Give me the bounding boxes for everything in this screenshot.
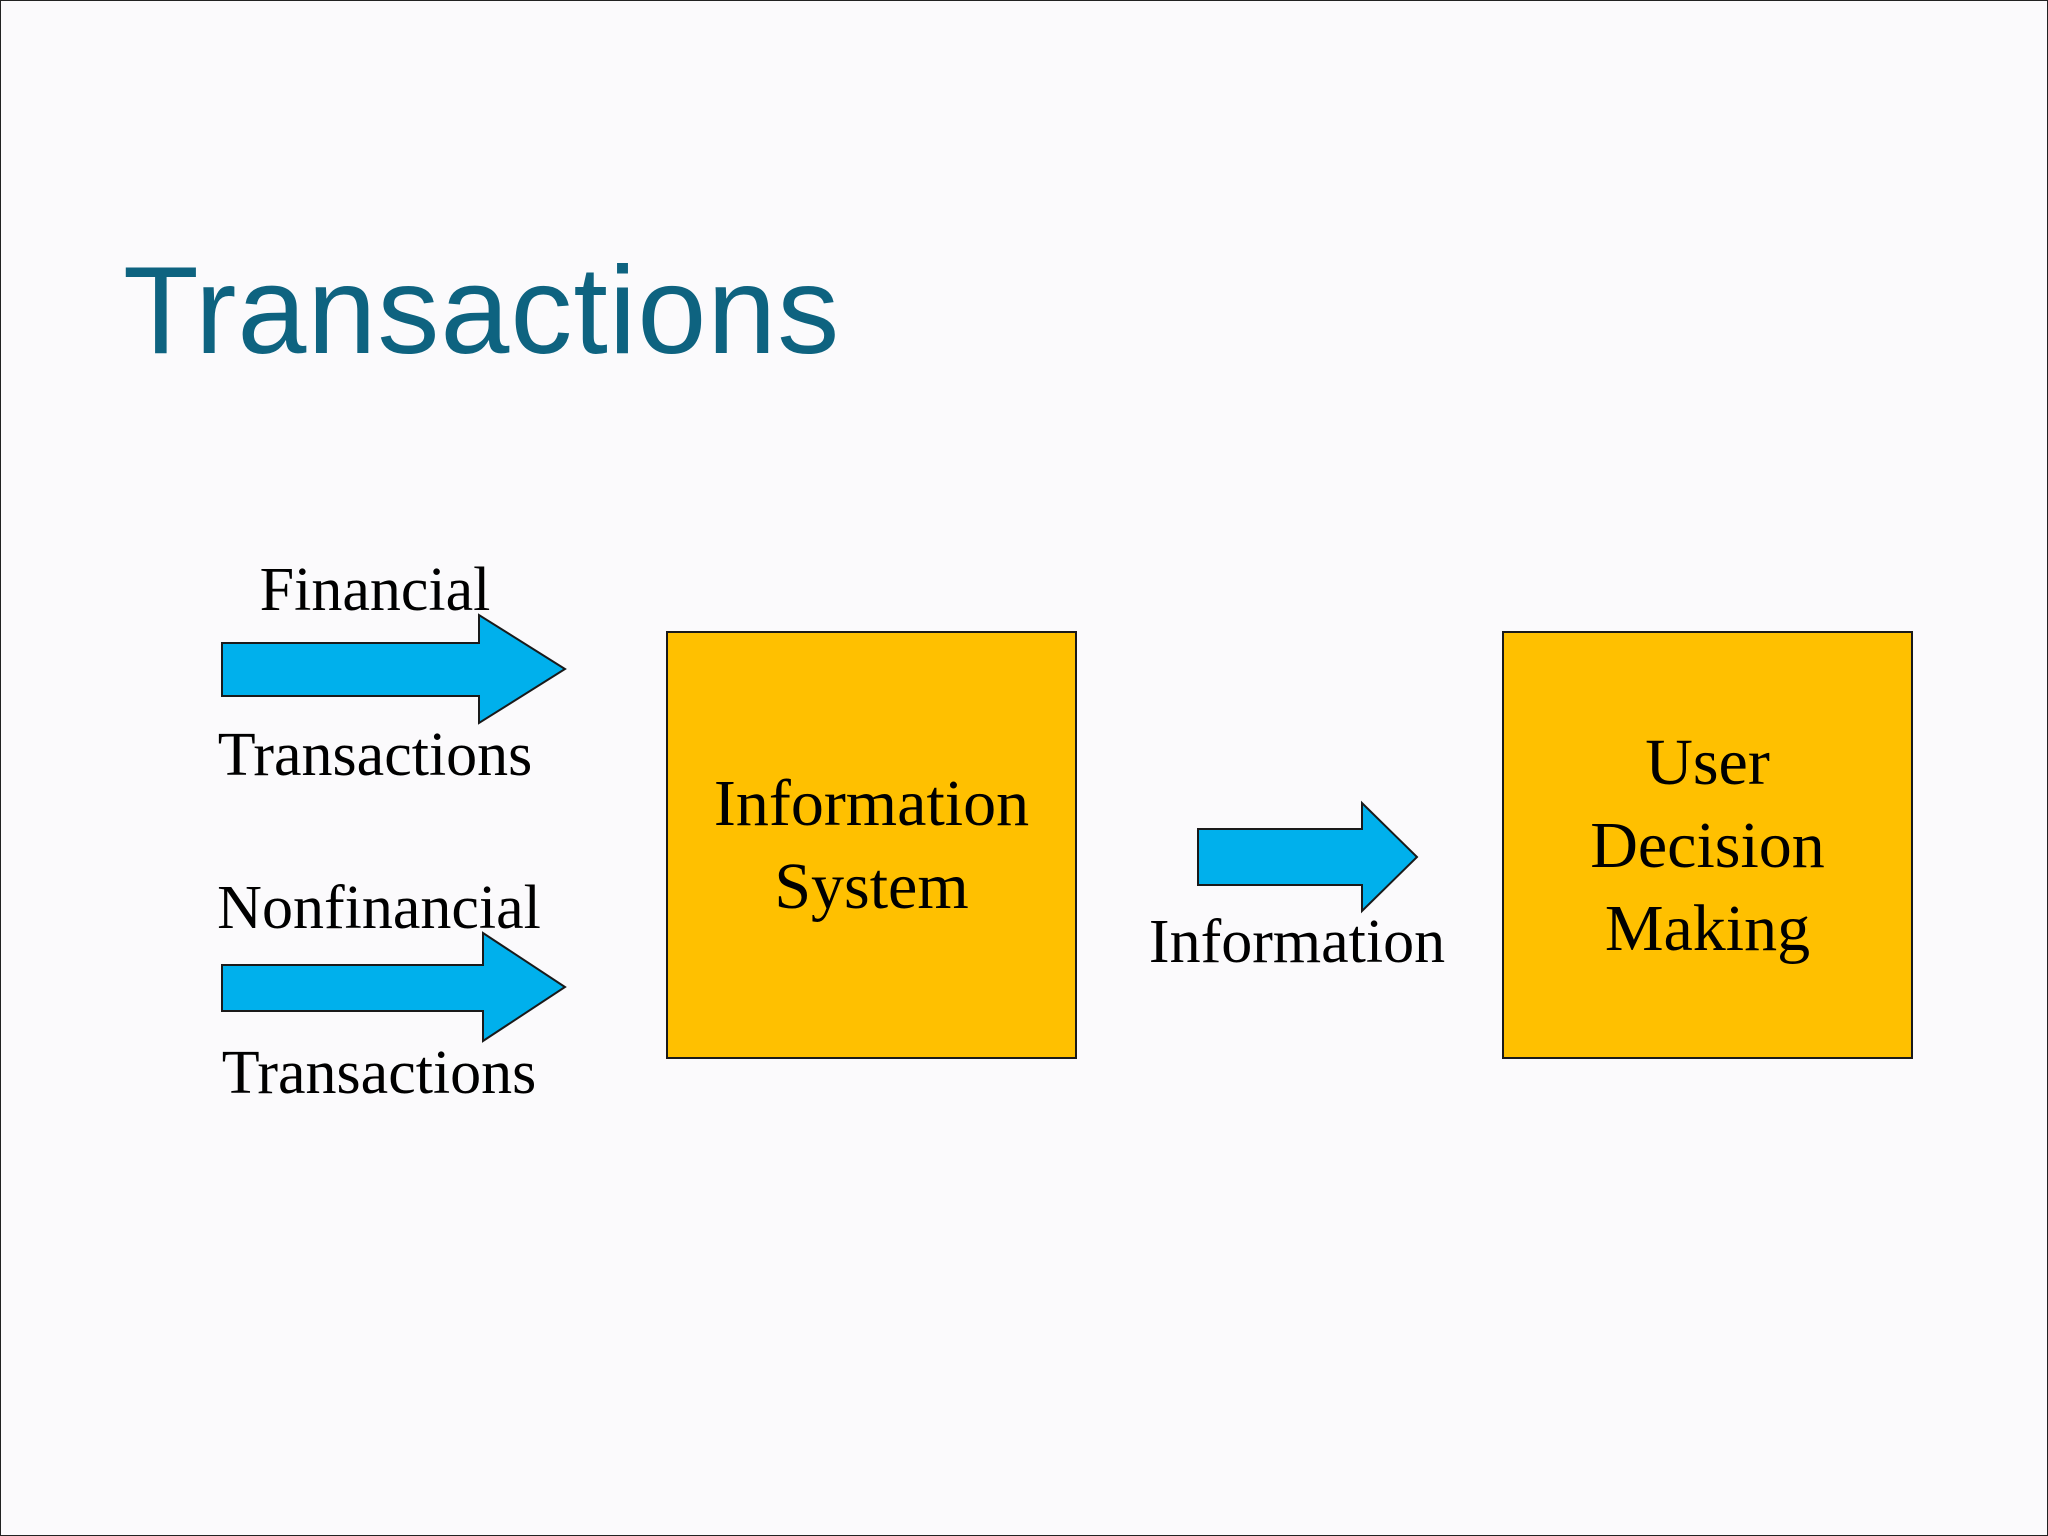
information-output-arrow [1197, 800, 1419, 914]
user-decision-line: User [1645, 725, 1770, 799]
financial-transactions-arrow [221, 613, 567, 725]
user-decision-line: Decision [1590, 808, 1825, 882]
slide-title: Transactions [123, 242, 841, 380]
financial-transactions-label: Transactions [217, 721, 533, 789]
user-decision-line: Making [1604, 891, 1811, 965]
information-system-line: Information [713, 767, 1030, 840]
nonfinancial-transactions-arrow [221, 931, 567, 1043]
arrow-shape [221, 613, 567, 725]
arrow-shape [1197, 800, 1419, 914]
information-system-line: System [774, 850, 969, 923]
financial-label: Financial [259, 556, 491, 624]
user-decision-making-box: User Decision Making [1502, 631, 1913, 1059]
nonfinancial-transactions-label: Transactions [221, 1039, 537, 1107]
nonfinancial-label: Nonfinancial [217, 874, 541, 942]
information-system-box: Information System [666, 631, 1077, 1059]
arrow-shape [221, 931, 567, 1043]
information-label: Information [1148, 908, 1446, 976]
